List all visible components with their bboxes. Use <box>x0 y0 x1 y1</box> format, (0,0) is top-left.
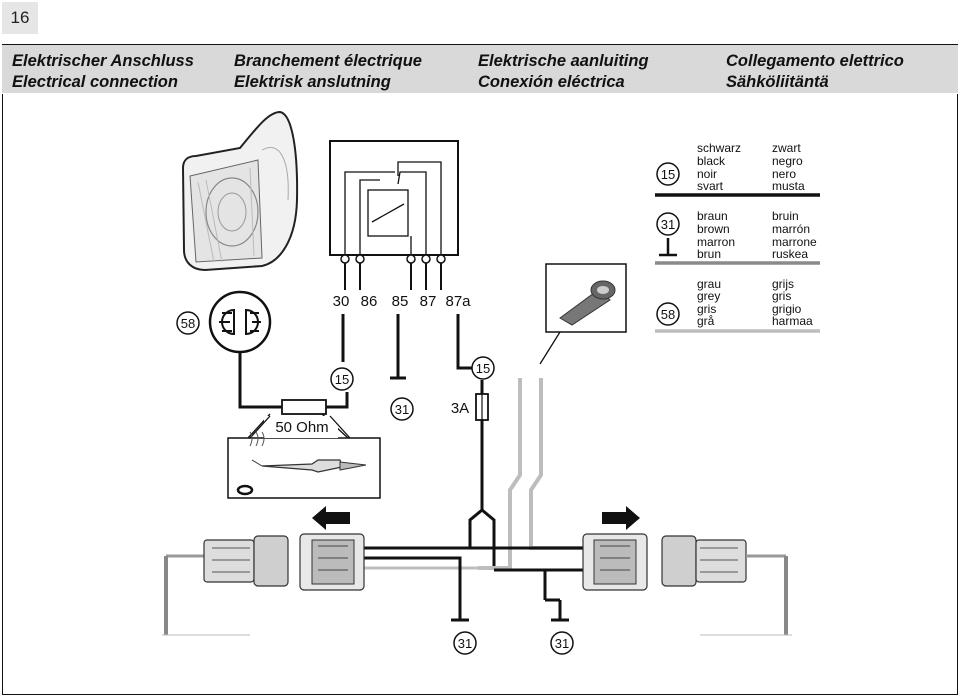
header-col-french-swedish: Branchement électrique Elektrisk anslutn… <box>234 51 422 93</box>
ground-symbol-left: 31 <box>451 600 477 655</box>
page-number: 16 <box>2 2 38 34</box>
terminal-87: 87 <box>420 293 437 310</box>
terminal-85: 85 <box>392 293 409 310</box>
svg-text:marrone: marrone <box>772 235 817 249</box>
fuse-label: 3A <box>451 400 469 417</box>
connector-icon-left <box>164 533 365 635</box>
svg-text:negro: negro <box>772 154 803 168</box>
circle-label-15-b: 15 <box>471 356 495 380</box>
ground-symbol-right: 31 <box>545 598 574 655</box>
svg-text:brown: brown <box>697 222 730 236</box>
right-arrow-icon <box>602 506 640 530</box>
legend-entry-15: 15 schwarz black noir svart zwart negro … <box>655 141 820 197</box>
svg-text:marrón: marrón <box>772 222 810 236</box>
svg-text:31: 31 <box>555 636 569 651</box>
svg-text:grigio: grigio <box>772 302 802 316</box>
svg-text:bruin: bruin <box>772 209 799 223</box>
heading-german: Elektrischer Anschluss <box>12 52 194 70</box>
header-col-dutch-spanish: Elektrische aanluiting Conexión eléctric… <box>478 51 649 93</box>
svg-text:58: 58 <box>661 307 675 322</box>
insulation-tape-icon <box>539 263 627 365</box>
heading-spanish: Conexión eléctrica <box>478 73 625 91</box>
heading-dutch: Elektrische aanluiting <box>478 52 649 70</box>
connector-icon-right <box>582 533 788 635</box>
svg-text:grey: grey <box>697 289 720 303</box>
circle-label-15-a: 15 <box>330 367 354 391</box>
resistor-symbol <box>281 399 327 415</box>
svg-text:31: 31 <box>661 217 675 232</box>
svg-text:black: black <box>697 154 726 168</box>
terminal-87a: 87a <box>445 293 471 310</box>
svg-text:marron: marron <box>697 235 735 249</box>
legend: 15 schwarz black noir svart zwart negro … <box>655 141 820 333</box>
svg-text:58: 58 <box>181 316 195 331</box>
resistor-label: 50 Ohm <box>275 419 328 436</box>
circle-label-31-relay: 31 <box>390 397 414 421</box>
heading-french: Branchement électrique <box>234 52 422 70</box>
heading-english: Electrical connection <box>12 73 178 91</box>
svg-text:grijs: grijs <box>772 277 794 291</box>
svg-text:grau: grau <box>697 277 721 291</box>
terminal-86: 86 <box>361 293 378 310</box>
svg-text:15: 15 <box>661 167 675 182</box>
circle-label-58: 58 <box>176 311 200 335</box>
svg-text:ruskea: ruskea <box>772 247 808 261</box>
left-arrow-icon <box>312 506 350 530</box>
svg-text:31: 31 <box>395 402 409 417</box>
terminal-30: 30 <box>333 293 350 310</box>
svg-text:musta: musta <box>772 179 805 193</box>
lamp-symbol-icon <box>208 290 272 354</box>
svg-text:noir: noir <box>697 167 717 181</box>
svg-text:nero: nero <box>772 167 796 181</box>
svg-text:gris: gris <box>697 302 716 316</box>
legend-entry-58: 58 grau grey gris grå grijs gris grigio … <box>655 277 820 333</box>
header-col-italian-finnish: Collegamento elettrico Sähköliitäntä <box>726 51 904 93</box>
svg-text:grå: grå <box>697 314 715 328</box>
svg-text:schwarz: schwarz <box>697 141 741 155</box>
legend-entry-31: 31 braun brown marron brun bruin marrón … <box>655 209 820 265</box>
relay-box <box>329 140 459 256</box>
svg-text:harmaa: harmaa <box>772 314 813 328</box>
fuse-symbol <box>475 393 489 421</box>
headlamp-icon <box>181 110 299 272</box>
relay-terminal-labels: 30 86 85 87 87a <box>333 293 472 310</box>
heading-finnish: Sähköliitäntä <box>726 73 829 91</box>
resistor-callout: 50 Ohm <box>227 413 381 499</box>
heading-swedish: Elektrisk anslutning <box>234 73 391 91</box>
svg-text:svart: svart <box>697 179 724 193</box>
svg-text:15: 15 <box>335 372 349 387</box>
heading-italian: Collegamento elettrico <box>726 52 904 70</box>
svg-text:gris: gris <box>772 289 791 303</box>
diagram-frame <box>2 94 958 695</box>
header-col-german-english: Elektrischer Anschluss Electrical connec… <box>12 51 194 93</box>
soldering-iron-icon <box>236 431 367 496</box>
svg-text:15: 15 <box>476 361 490 376</box>
svg-text:braun: braun <box>697 209 728 223</box>
svg-text:brun: brun <box>697 247 721 261</box>
svg-text:31: 31 <box>458 636 472 651</box>
relay-terminals <box>340 254 446 264</box>
svg-text:zwart: zwart <box>772 141 801 155</box>
header-bar: Elektrischer Anschluss Electrical connec… <box>2 44 958 93</box>
